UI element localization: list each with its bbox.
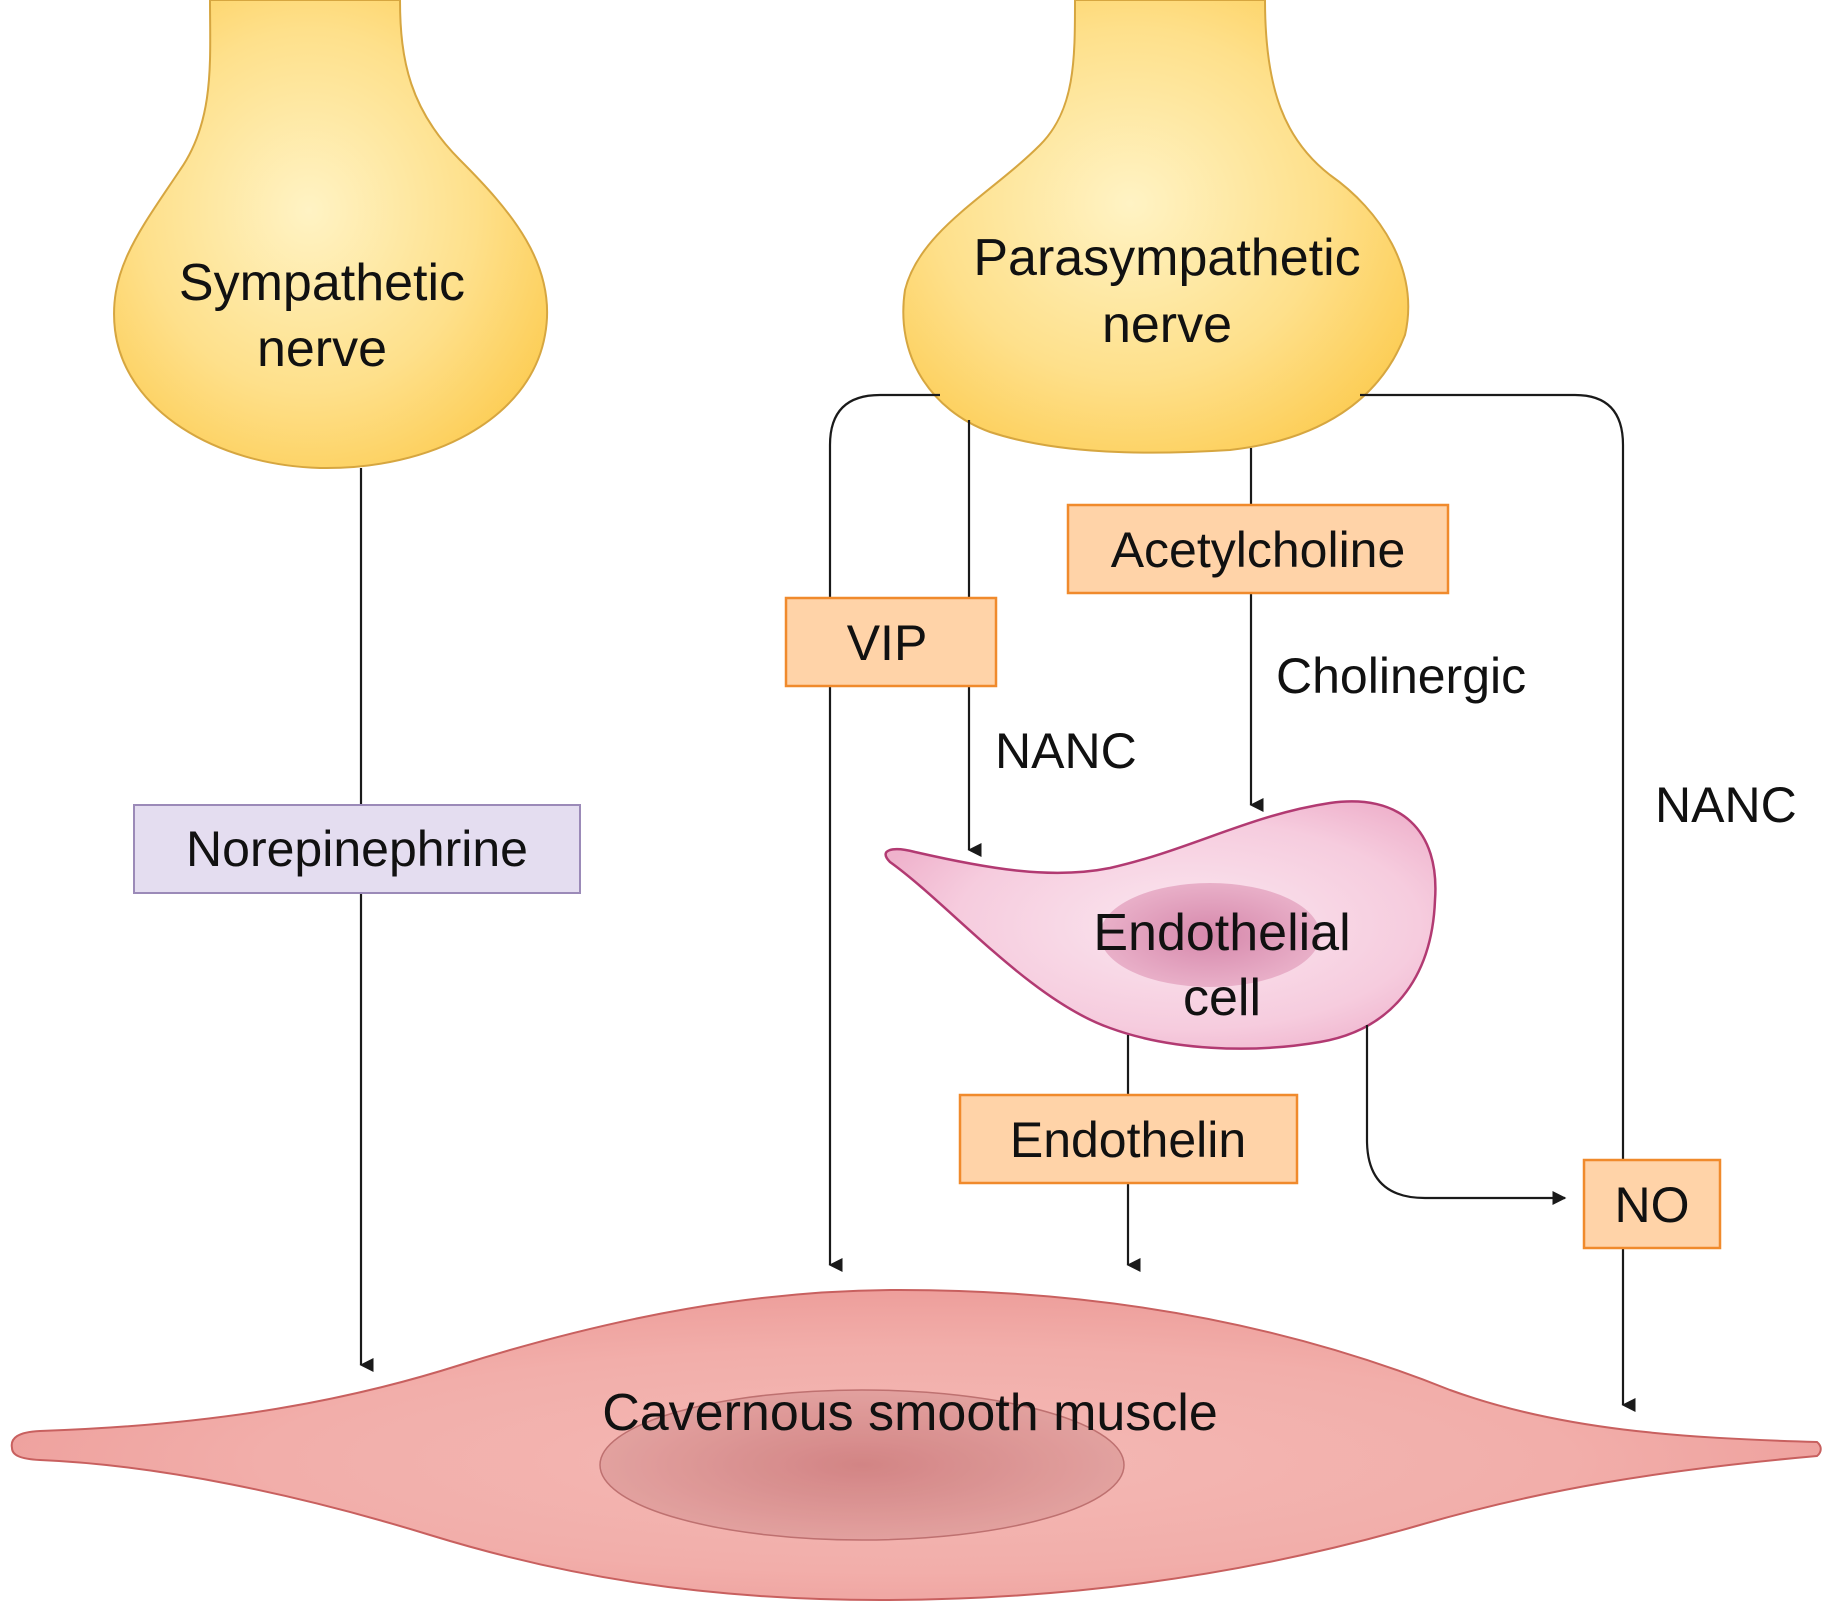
sympathetic-nerve-label-line2: nerve xyxy=(257,320,387,378)
vip-label: VIP xyxy=(847,615,928,671)
endothelial-cell-label-line1: Endothelial xyxy=(1093,904,1350,962)
cavernous-smooth-muscle: Cavernous smooth muscle xyxy=(10,1288,1822,1602)
sympathetic-nerve: Sympathetic nerve xyxy=(113,0,549,470)
endothelial-cell: Endothelial cell xyxy=(884,800,1437,1050)
acetylcholine-label: Acetylcholine xyxy=(1111,522,1406,578)
sympathetic-nerve-label-line1: Sympathetic xyxy=(179,254,465,312)
parasympathetic-nerve-label-line1: Parasympathetic xyxy=(973,229,1360,287)
cholinergic-label: Cholinergic xyxy=(1276,648,1526,704)
no-box: NO xyxy=(1582,1158,1722,1250)
connectors xyxy=(359,393,1636,1412)
endothelial-cell-label-line2: cell xyxy=(1183,969,1261,1027)
para-right-branch-line xyxy=(1360,393,1625,1160)
endothelin-label: Endothelin xyxy=(1010,1112,1246,1168)
norepinephrine-box: Norepinephrine xyxy=(133,804,581,894)
norepinephrine-label: Norepinephrine xyxy=(186,821,528,877)
acetylcholine-box: Acetylcholine xyxy=(1066,503,1450,595)
vip-box: VIP xyxy=(784,596,998,688)
nanc-right-label: NANC xyxy=(1655,777,1797,833)
nanc-middle-label: NANC xyxy=(995,723,1137,779)
parasympathetic-nerve-label-line2: nerve xyxy=(1102,296,1232,354)
no-label: NO xyxy=(1615,1177,1690,1233)
endothelin-box: Endothelin xyxy=(958,1093,1299,1185)
endothelial-to-no-arrow xyxy=(1365,1025,1567,1205)
para-left-branch-line xyxy=(828,393,940,598)
cavernous-smooth-muscle-label: Cavernous smooth muscle xyxy=(602,1384,1218,1442)
parasympathetic-nerve: Parasympathetic nerve xyxy=(902,0,1410,454)
